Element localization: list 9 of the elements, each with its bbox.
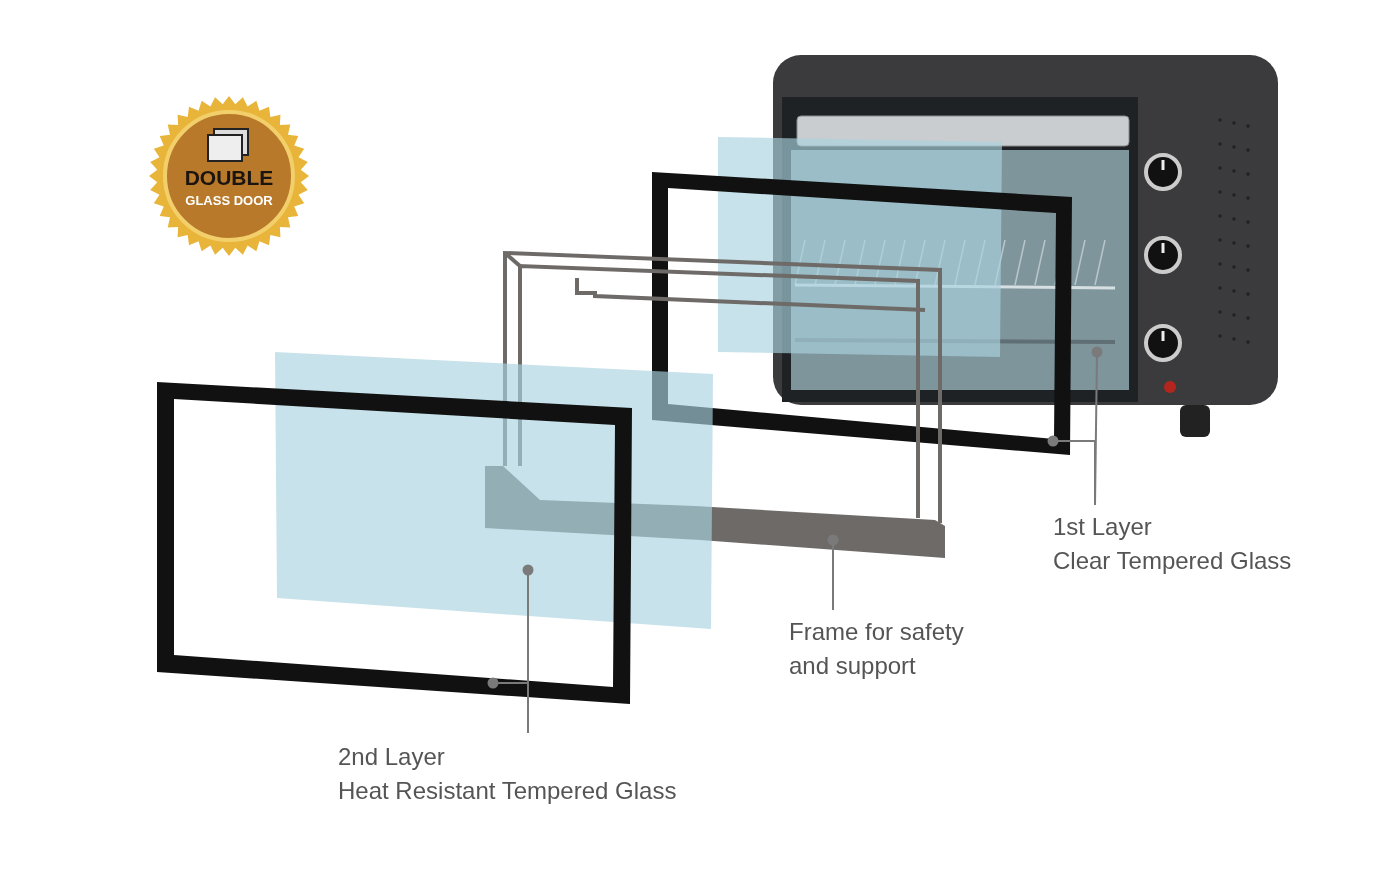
callout-label: Clear Tempered Glass [1053,546,1292,576]
leader-line [1047,435,1096,506]
leader-line [827,534,839,611]
badge-subtitle: GLASS DOOR [184,192,274,210]
callout-label: Heat Resistant Tempered Glass [338,776,677,806]
callout-label: 2nd Layer [338,742,445,772]
badge-title: DOUBLE [183,165,275,191]
callout-label: 1st Layer [1053,512,1152,542]
callout-label: Frame for safety and support [789,617,965,681]
